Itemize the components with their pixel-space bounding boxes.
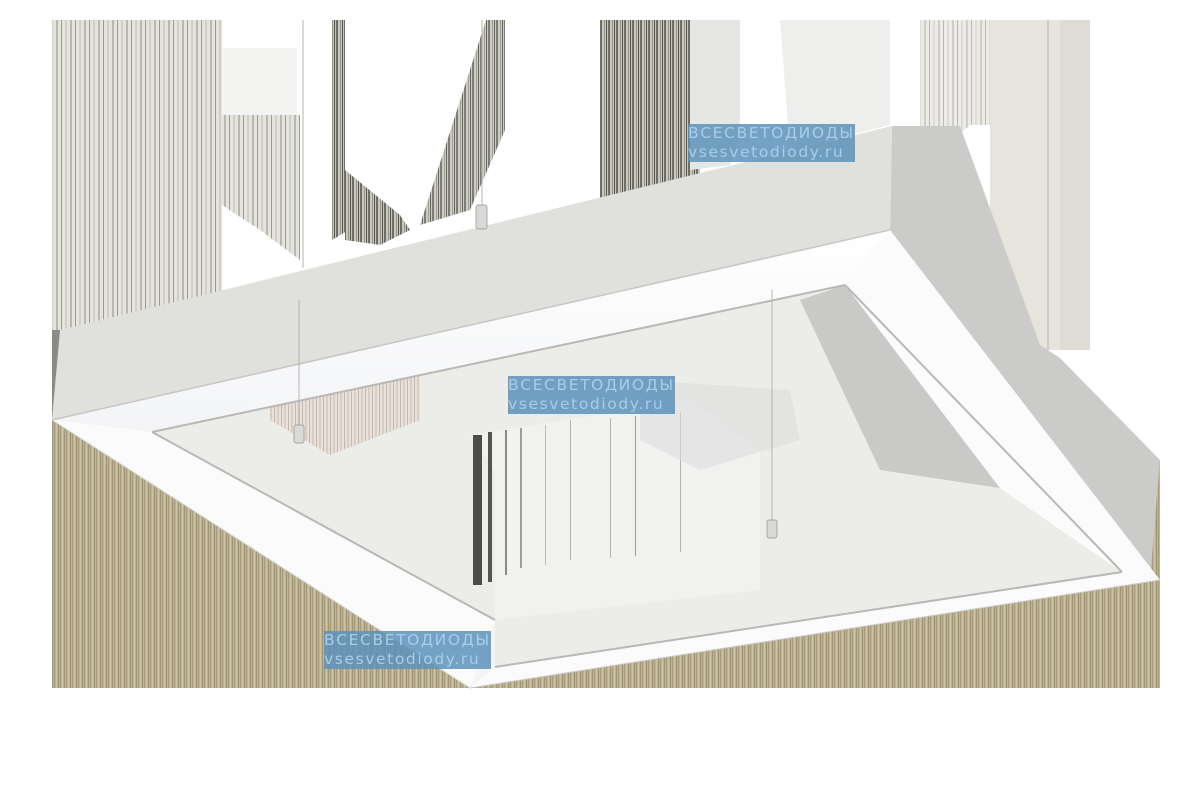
suspension-cables xyxy=(298,20,1049,525)
watermark-line2: vsesvetodiody.ru xyxy=(508,395,675,414)
watermark-line1: ВСЕСВЕТОДИОДЫ xyxy=(508,376,675,395)
watermark-top-right: ВСЕСВЕТОДИОДЫ vsesvetodiody.ru xyxy=(684,122,859,163)
inner-stripes xyxy=(473,412,681,585)
diffuser-back xyxy=(52,230,890,432)
diffuser-left xyxy=(52,420,495,688)
cable-grippers xyxy=(293,204,778,539)
watermark-line1: ВСЕСВЕТОДИОДЫ xyxy=(324,631,491,650)
watermark-line2: vsesvetodiody.ru xyxy=(324,650,491,669)
diffuser-right xyxy=(845,230,1160,580)
watermark-line2: vsesvetodiody.ru xyxy=(688,143,855,162)
frame-side-right xyxy=(845,126,1160,580)
watermark-center: ВСЕСВЕТОДИОДЫ vsesvetodiody.ru xyxy=(504,374,679,415)
watermark-line1: ВСЕСВЕТОДИОДЫ xyxy=(688,124,855,143)
watermark-bottom-left: ВСЕСВЕТОДИОДЫ vsesvetodiody.ru xyxy=(320,629,495,670)
frame-top-back xyxy=(52,126,892,420)
diffuser-front xyxy=(470,572,1160,688)
